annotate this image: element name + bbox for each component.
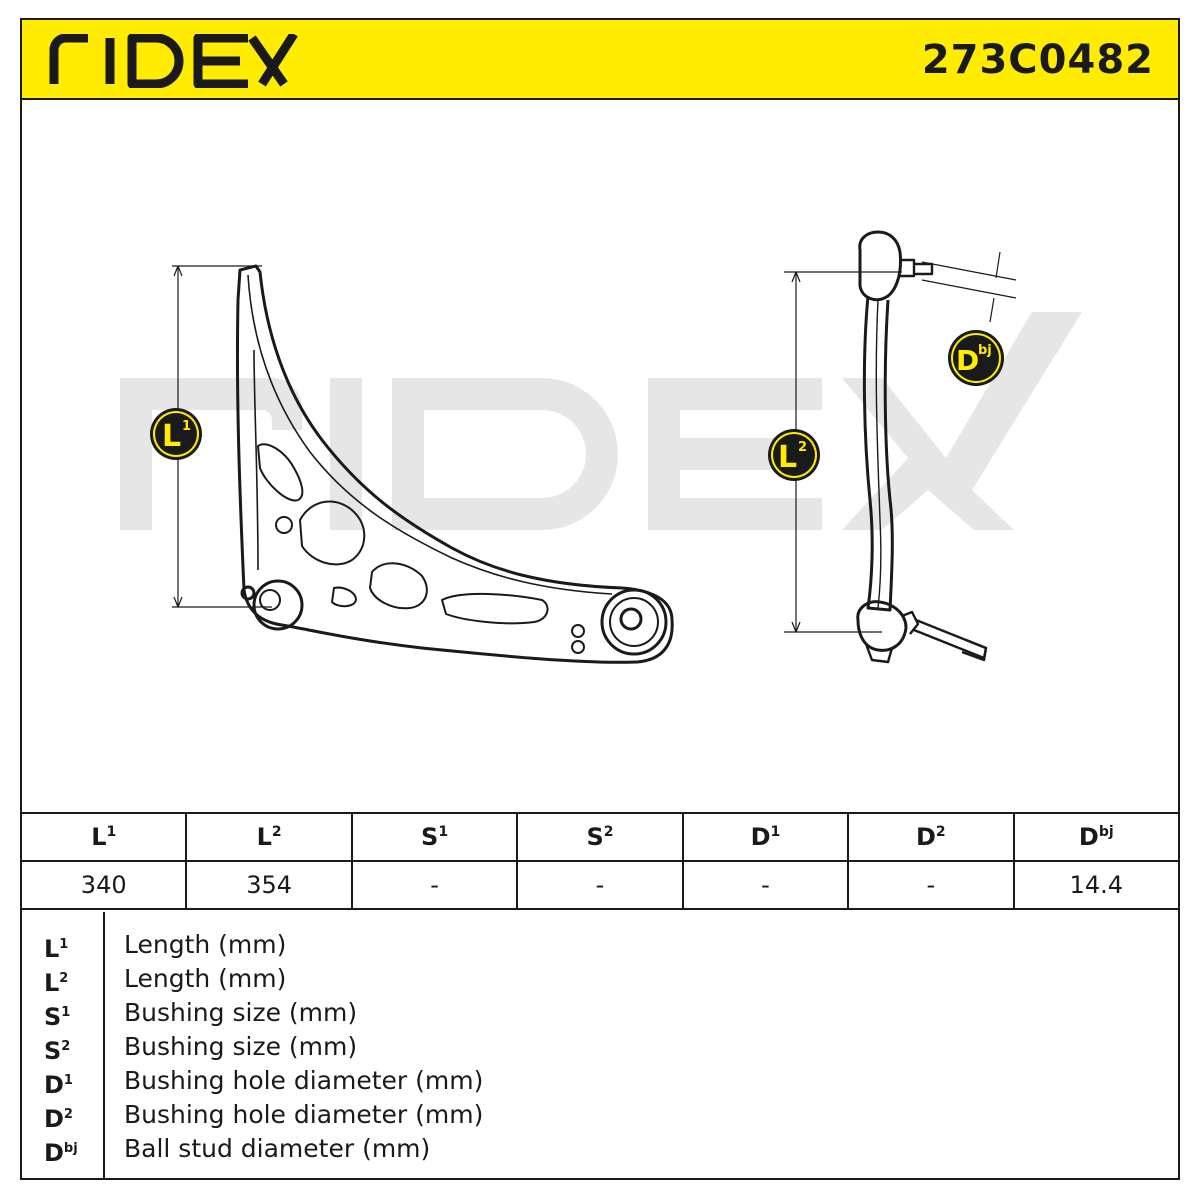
legend-item: S2 Bushing size (mm): [20, 1030, 1180, 1065]
legend: L1 Length (mm) L2 Length (mm) S1 Bushing…: [20, 912, 1180, 1180]
value-d1: -: [681, 860, 850, 910]
callout-dbj-sup: bj: [978, 343, 992, 358]
legend-item: S1 Bushing size (mm): [20, 996, 1180, 1031]
callout-l2: L 2: [768, 429, 820, 481]
legend-description: Length (mm): [124, 930, 287, 959]
spec-header-row: L1 L2 S1 S2 D1 D2 Dbj: [19, 812, 1181, 862]
value-l2: 354: [185, 860, 353, 910]
legend-symbol: L1: [44, 935, 69, 963]
legend-description: Bushing hole diameter (mm): [124, 1100, 484, 1129]
brand-logo: [48, 31, 298, 92]
legend-item: D2 Bushing hole diameter (mm): [20, 1098, 1180, 1133]
legend-divider: [103, 912, 105, 1180]
callout-dbj-letter: D: [956, 344, 979, 377]
callout-dbj: D bj: [948, 330, 1004, 386]
legend-description: Ball stud diameter (mm): [124, 1134, 431, 1163]
part-number: 273C0482: [921, 37, 1154, 83]
callout-l1: L 1: [150, 408, 202, 460]
header-l1: L1: [19, 812, 188, 862]
value-l1: 340: [19, 860, 188, 910]
callout-l2-letter: L: [778, 440, 797, 475]
value-s2: -: [516, 860, 684, 910]
legend-symbol: S2: [44, 1037, 71, 1065]
legend-item: L2 Length (mm): [20, 962, 1180, 997]
control-arm-top-view: [172, 264, 674, 664]
value-d2: -: [847, 860, 1015, 910]
legend-symbol: L2: [44, 969, 69, 997]
header-s2: S2: [516, 812, 684, 862]
header-l2: L2: [185, 812, 353, 862]
technical-diagram: L 1 L 2 D bj: [22, 100, 1178, 812]
legend-item: D1 Bushing hole diameter (mm): [20, 1064, 1180, 1099]
callout-l1-letter: L: [162, 419, 181, 454]
header-d1: D1: [681, 812, 850, 862]
legend-description: Length (mm): [124, 964, 287, 993]
legend-symbol: S1: [44, 1003, 71, 1031]
header-dbj: Dbj: [1012, 812, 1181, 862]
value-s1: -: [350, 860, 519, 910]
header-bar: 273C0482: [20, 18, 1180, 100]
legend-item: Dbj Ball stud diameter (mm): [20, 1132, 1180, 1167]
legend-symbol: Dbj: [44, 1139, 78, 1167]
header-s1: S1: [350, 812, 519, 862]
callout-l1-sup: 1: [182, 419, 191, 434]
watermark-logo: [120, 312, 1082, 530]
legend-description: Bushing size (mm): [124, 1032, 358, 1061]
value-dbj: 14.4: [1012, 860, 1181, 910]
control-arm-side-view: [784, 230, 1017, 664]
legend-description: Bushing size (mm): [124, 998, 358, 1027]
legend-item: L1 Length (mm): [20, 928, 1180, 963]
legend-symbol: D2: [44, 1105, 73, 1133]
callout-l2-sup: 2: [798, 440, 807, 455]
legend-description: Bushing hole diameter (mm): [124, 1066, 484, 1095]
legend-symbol: D1: [44, 1071, 73, 1099]
spec-value-row: 340 354 - - - - 14.4: [19, 860, 1181, 910]
header-d2: D2: [847, 812, 1015, 862]
spec-table: L1 L2 S1 S2 D1 D2 Dbj 340 354 - - - - 14…: [19, 812, 1181, 910]
